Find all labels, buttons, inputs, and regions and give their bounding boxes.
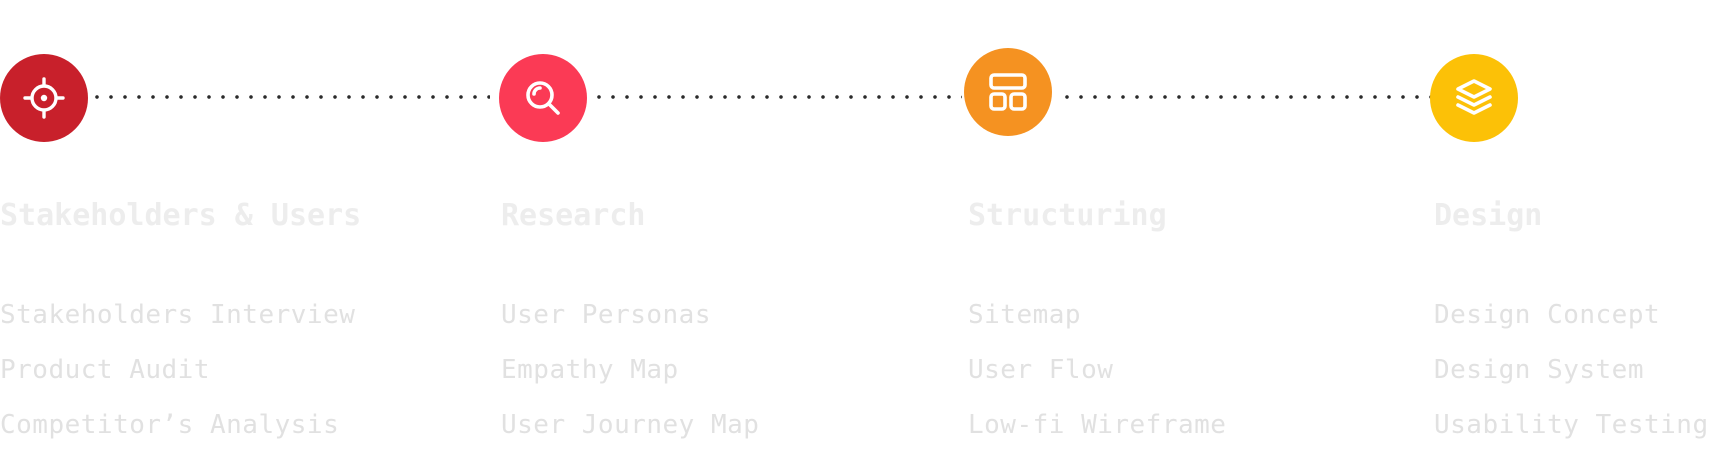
step-1-title: Stakeholders & Users (0, 198, 362, 233)
connector-3 (1060, 95, 1432, 99)
step-3-column: Structuring Sitemap User Flow Low-fi Wir… (968, 190, 1408, 440)
layers-icon (1452, 76, 1496, 120)
step-1-list: Stakeholders Interview Product Audit Com… (0, 288, 355, 453)
step-1-icon-badge (0, 54, 88, 142)
step-4-list: Design Concept Design System Usability T… (1434, 288, 1709, 453)
process-timeline: Stakeholders & Users Stakeholders Interv… (0, 48, 1724, 440)
step-2-icon-badge (499, 54, 587, 142)
search-icon (521, 76, 565, 120)
step-2-list: User Personas Empathy Map User Journey M… (501, 288, 759, 453)
step-1-column: Stakeholders & Users Stakeholders Interv… (0, 190, 440, 440)
step-3-icon-badge (964, 48, 1052, 136)
list-item: Product Audit (0, 355, 210, 385)
step-2-title: Research (501, 198, 646, 233)
step-4-icon-badge (1430, 54, 1518, 142)
list-item: Empathy Map (501, 355, 679, 385)
list-item: Usability Testing (1434, 410, 1709, 440)
step-2-column: Research User Personas Empathy Map User … (501, 190, 941, 440)
list-item: User Journey Map (501, 410, 760, 440)
list-item: User Personas (501, 300, 711, 330)
step-3-list: Sitemap User Flow Low-fi Wireframe (968, 288, 1226, 453)
connector-1 (90, 95, 490, 99)
layout-icon (986, 70, 1030, 114)
step-4-title: Design (1434, 198, 1543, 233)
step-3-title: Structuring (968, 198, 1167, 233)
list-item: Design Concept (1434, 300, 1661, 330)
target-icon (22, 76, 66, 120)
list-item: Low-fi Wireframe (968, 410, 1227, 440)
connector-2 (592, 95, 962, 99)
list-item: Sitemap (968, 300, 1082, 330)
list-item: Competitor’s Analysis (0, 410, 340, 440)
list-item: Stakeholders Interview (0, 300, 356, 330)
list-item: Design System (1434, 355, 1644, 385)
step-4-column: Design Design Concept Design System Usab… (1434, 190, 1724, 440)
list-item: User Flow (968, 355, 1114, 385)
